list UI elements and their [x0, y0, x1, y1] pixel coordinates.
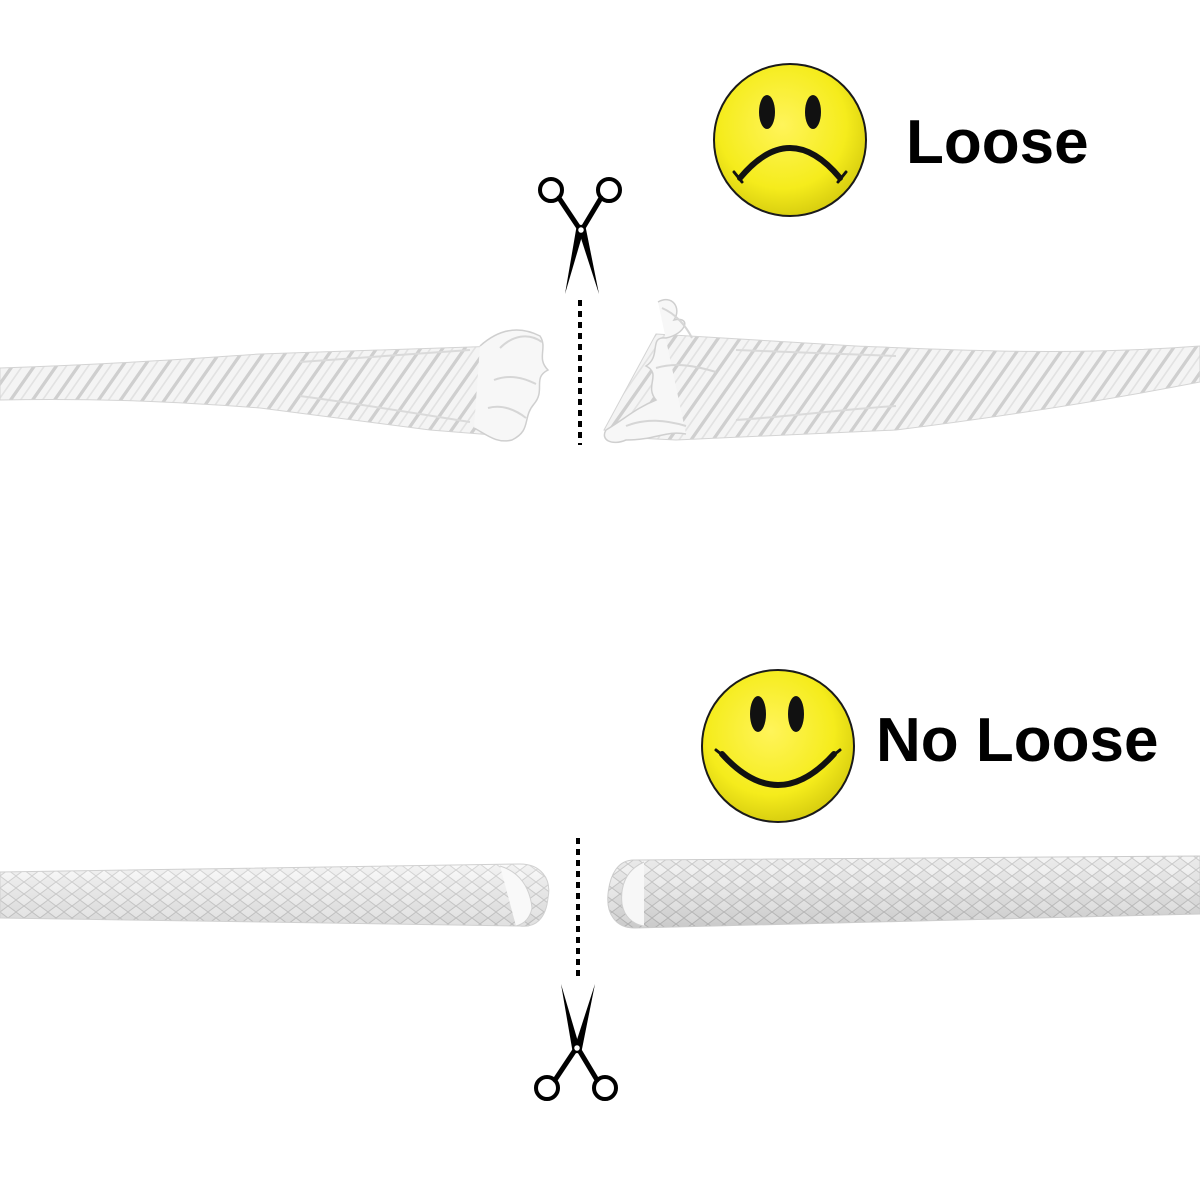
twisted-rope-left	[0, 329, 550, 442]
twisted-rope-right	[603, 299, 1200, 444]
no-loose-panel: No Loose	[0, 600, 1200, 1200]
loose-label: Loose	[906, 108, 1089, 177]
no-loose-label: No Loose	[876, 706, 1159, 775]
scissors-icon	[534, 984, 618, 1101]
loose-panel: Loose	[0, 0, 1200, 560]
cut-line	[578, 300, 582, 445]
cut-line	[576, 838, 580, 980]
braided-rope-right	[607, 855, 1200, 929]
braided-rope-left	[0, 863, 550, 927]
sad-face-icon	[713, 63, 867, 217]
smiley-face-icon	[701, 669, 855, 823]
scissors-icon	[538, 177, 622, 294]
